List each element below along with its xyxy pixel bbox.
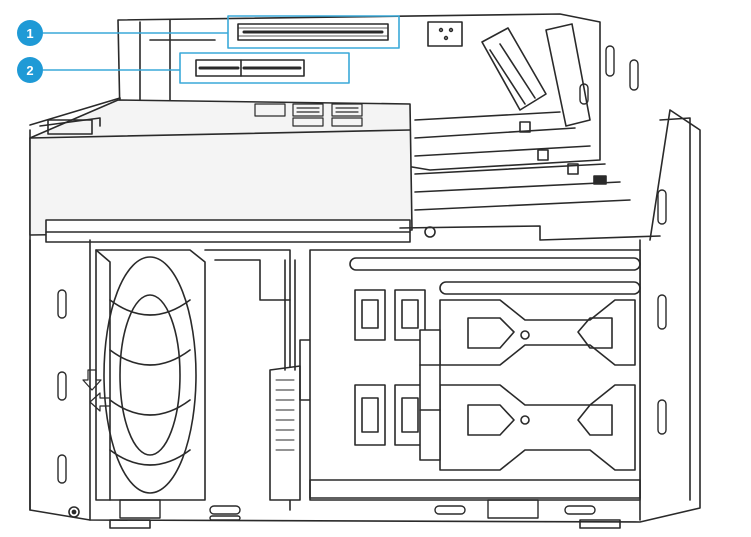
arrow-left-icon [89, 392, 111, 412]
drive-tray-cutout-upper [439, 299, 636, 366]
rear-connector [481, 27, 547, 111]
psu-vents [254, 103, 363, 127]
chassis-frame [29, 109, 701, 523]
callout-badge-1: 1 [17, 20, 43, 46]
callout-number-1: 1 [26, 26, 33, 41]
base-slots [119, 499, 596, 521]
left-slots [57, 289, 67, 484]
power-supply [29, 99, 413, 236]
drive-tray-cutout-lower [439, 384, 636, 471]
callout-badge-2: 2 [17, 57, 43, 83]
fan-icon [95, 249, 206, 501]
drive-cage [309, 249, 641, 501]
arrow-down-icon [82, 369, 102, 391]
drive-backplane [269, 365, 301, 501]
chassis-drawing [29, 13, 701, 529]
side-slots [579, 45, 667, 435]
pcie-slot-upper-frame [227, 15, 400, 49]
pcie-slot-lower-frame [179, 52, 350, 84]
callout-number-2: 2 [26, 63, 33, 78]
interior-rails [414, 111, 631, 211]
